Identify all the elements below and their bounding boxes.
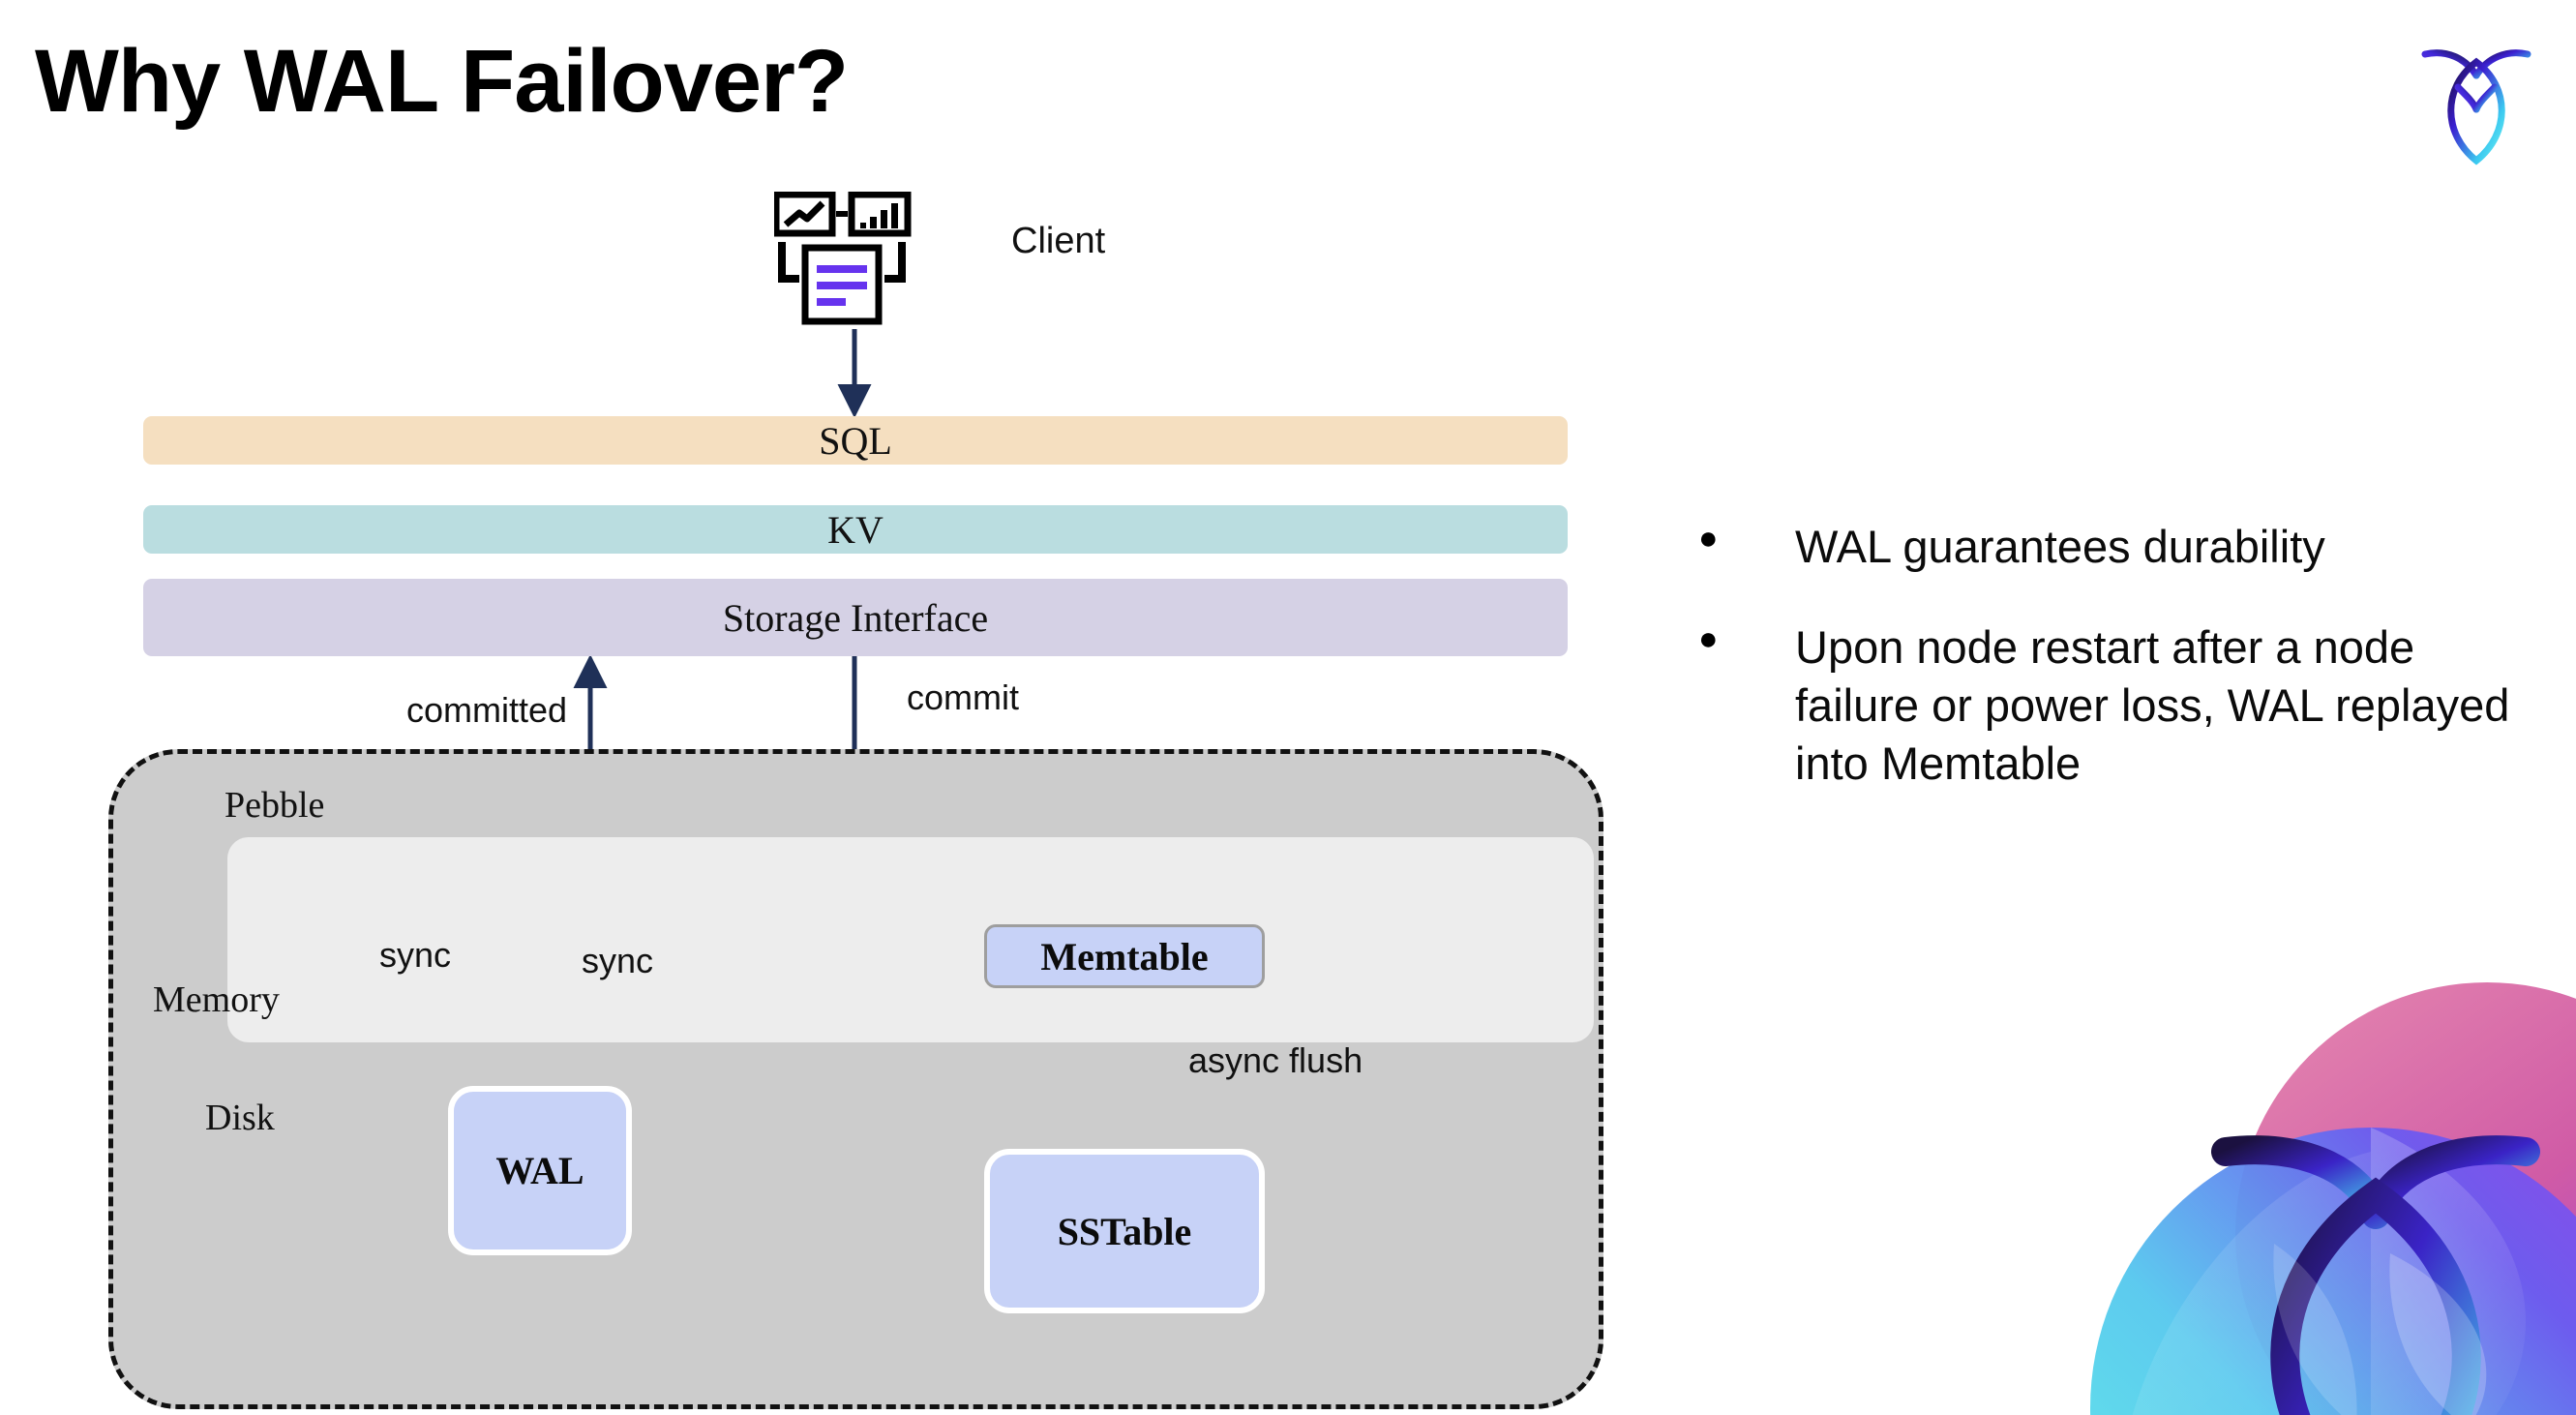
bullet-marker-icon: ● <box>1698 520 1719 557</box>
pebble-label: Pebble <box>225 785 325 826</box>
bullet-text: WAL guarantees durability <box>1795 521 2325 572</box>
client-dashboard-icon <box>772 191 929 327</box>
memory-label: Memory <box>153 979 280 1020</box>
list-item: ● WAL guarantees durability <box>1698 518 2511 576</box>
node-wal-label: WAL <box>495 1149 584 1192</box>
bullet-marker-icon: ● <box>1698 620 1719 658</box>
disk-label: Disk <box>205 1098 275 1138</box>
layer-sql-label: SQL <box>819 418 892 463</box>
memory-region <box>227 837 1594 1042</box>
list-item: ● Upon node restart after a node failure… <box>1698 618 2511 793</box>
edge-label-commit: commit <box>907 677 1019 717</box>
architecture-diagram: Client SQL KV Storage Interface Pebble M… <box>108 191 1603 1409</box>
node-memtable-label: Memtable <box>1040 934 1209 978</box>
edge-label-sync-wal: sync <box>582 941 654 980</box>
page-title: Why WAL Failover? <box>35 32 849 131</box>
layer-kv-label: KV <box>827 507 884 552</box>
bullet-list: ● WAL guarantees durability ● Upon node … <box>1698 518 2511 836</box>
node-wal: WAL <box>448 1086 632 1255</box>
layer-storage-interface: Storage Interface <box>143 579 1568 656</box>
node-sstable-label: SSTable <box>1057 1209 1192 1253</box>
edge-label-committed: committed <box>406 690 568 730</box>
decorative-logo-artwork <box>1984 924 2576 1415</box>
cockroachdb-logo <box>2413 37 2539 167</box>
edge-label-sync-committed: sync <box>379 935 452 975</box>
bullet-text: Upon node restart after a node failure o… <box>1795 621 2510 790</box>
node-memtable: Memtable <box>984 924 1265 988</box>
client-label: Client <box>1011 221 1106 261</box>
pebble-container <box>108 749 1603 1409</box>
layer-storage-label: Storage Interface <box>722 595 989 640</box>
layer-sql: SQL <box>143 416 1568 465</box>
layer-kv: KV <box>143 505 1568 554</box>
node-sstable: SSTable <box>984 1149 1265 1313</box>
edge-label-async-flush: async flush <box>1188 1040 1363 1080</box>
